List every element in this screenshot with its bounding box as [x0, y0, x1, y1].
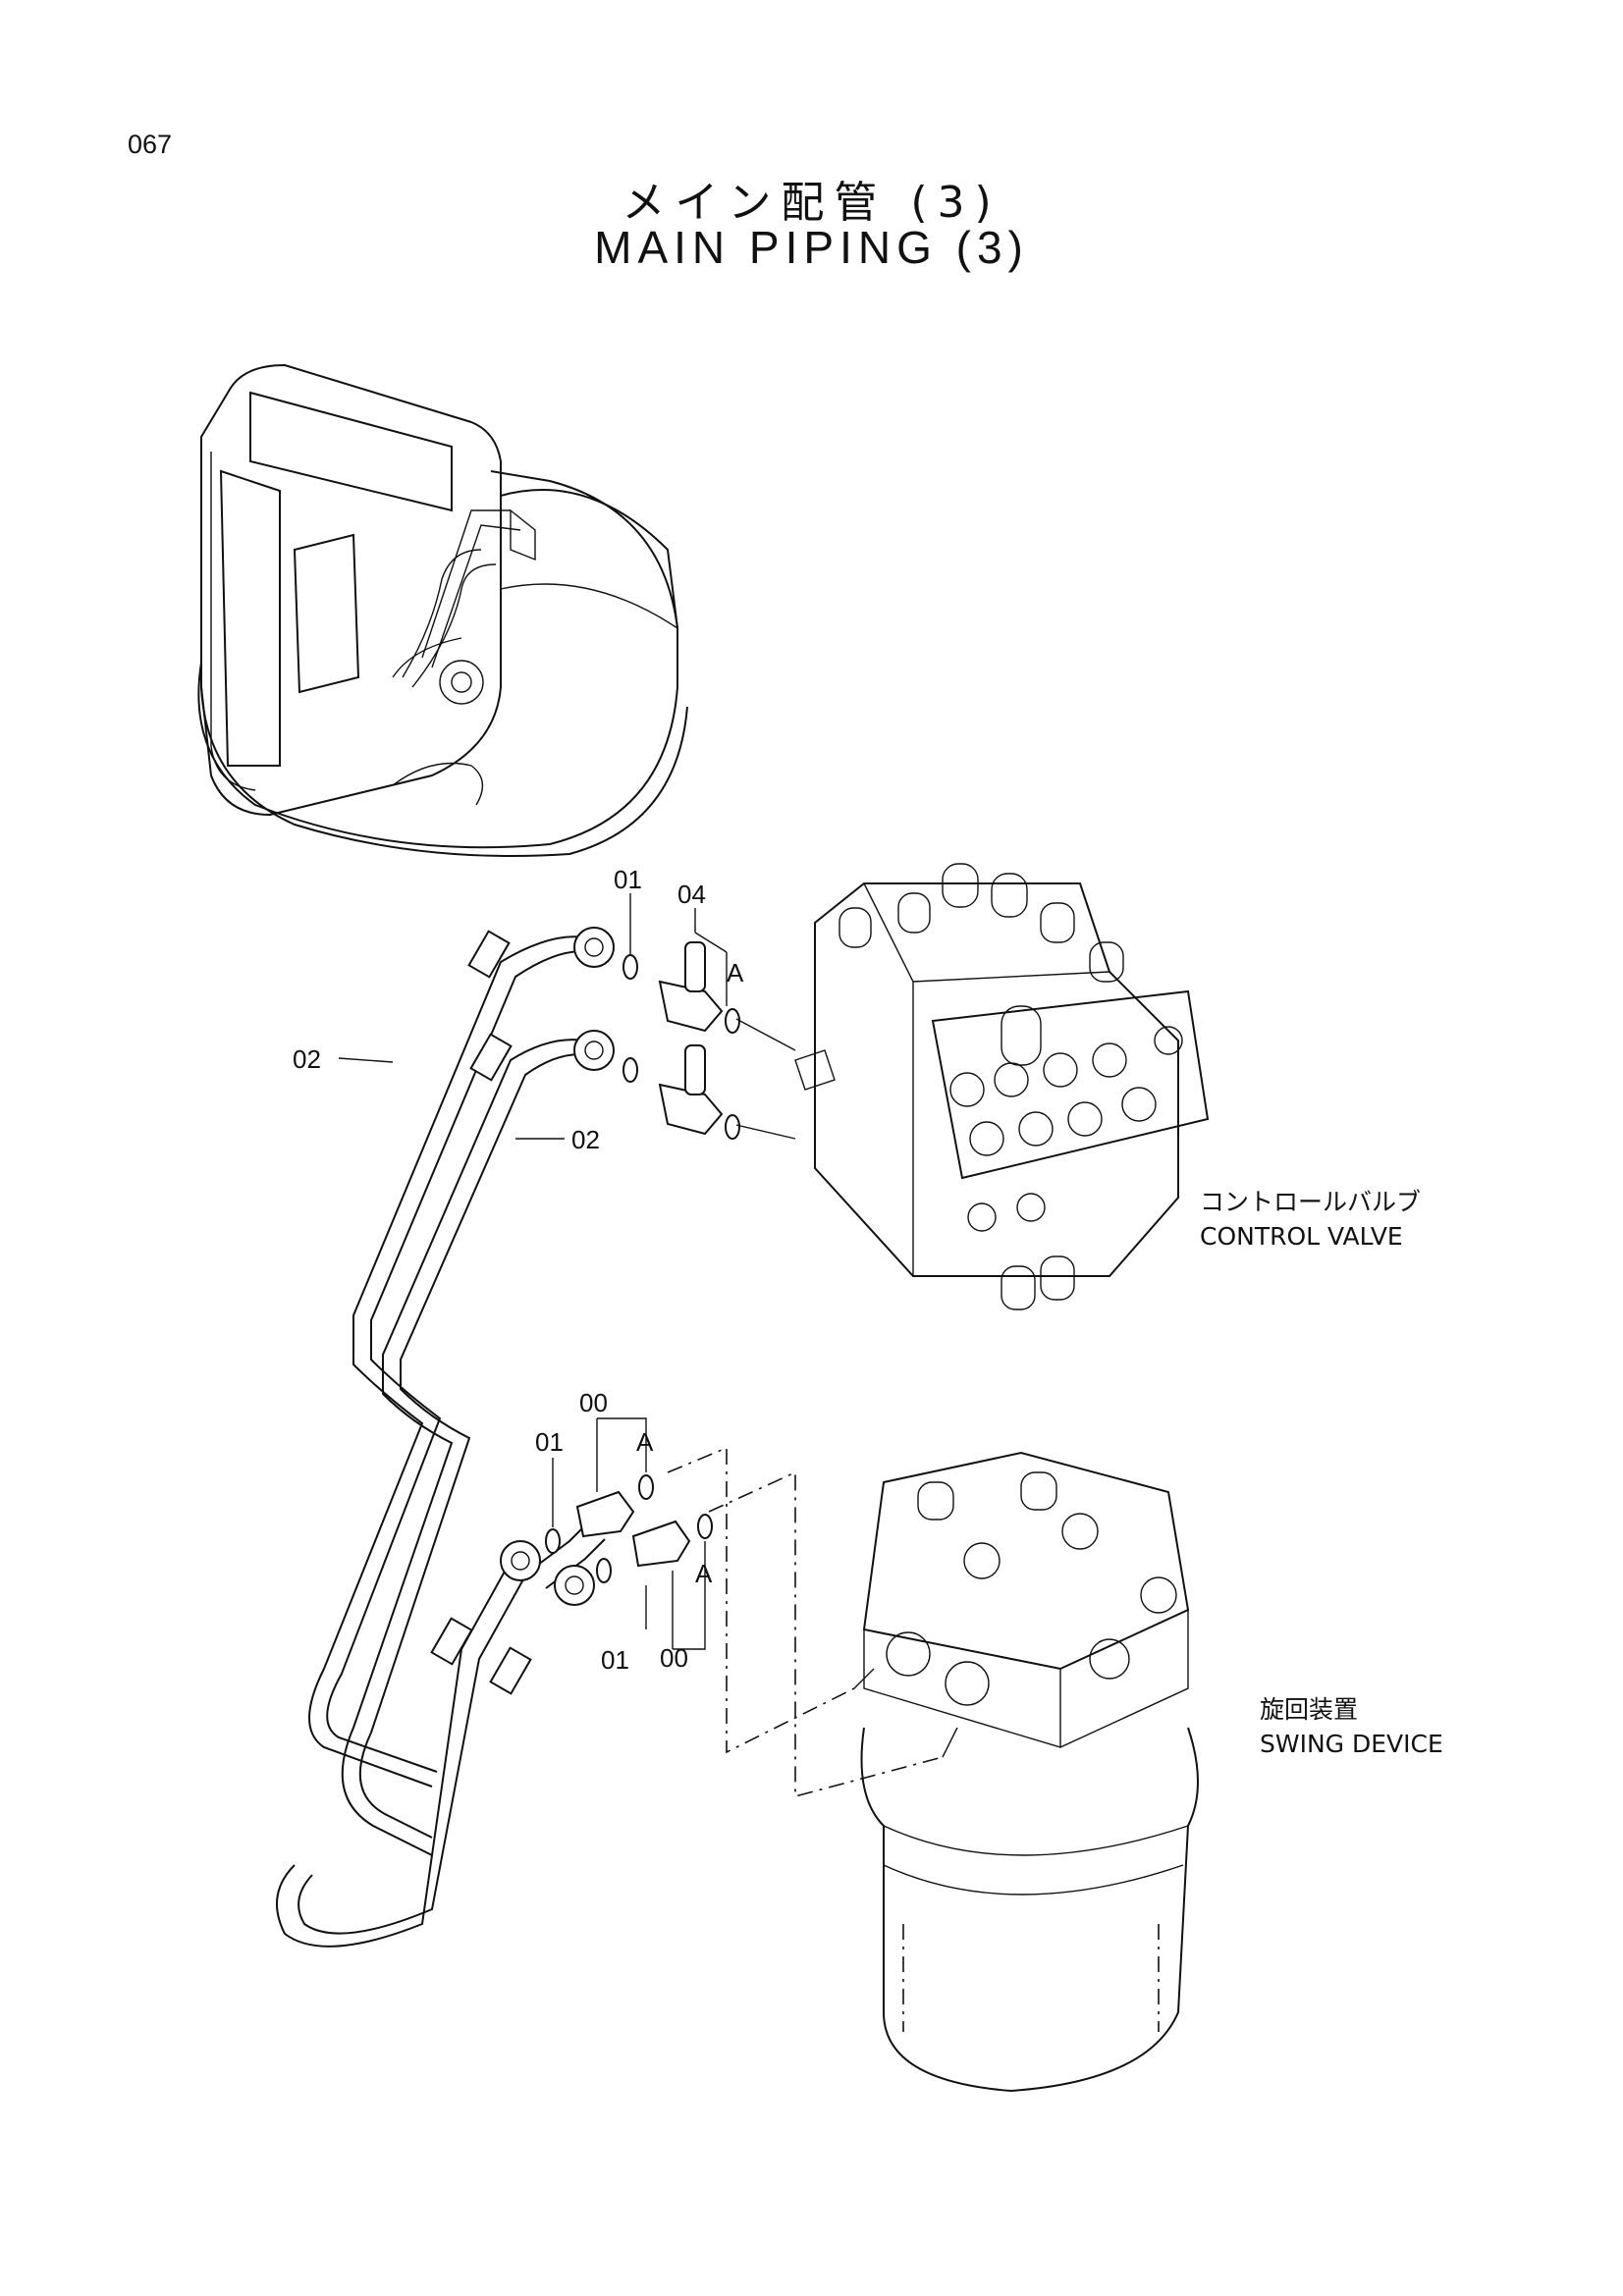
callout-hose-upper-left: 02 — [293, 1044, 321, 1074]
control-valve-caption-jp: コントロールバルブ — [1200, 1188, 1421, 1216]
title-english: MAIN PIPING (3) — [594, 222, 1029, 273]
callout-bottom-o-ring-upper: 01 — [535, 1427, 564, 1457]
excavator-illustration — [197, 363, 688, 857]
title-japanese: メイン配管 (3) — [622, 178, 1001, 228]
hose-assembly — [276, 927, 615, 1948]
callout-bottom-o-ring-lower: 01 — [601, 1645, 629, 1675]
fittings — [545, 941, 796, 1583]
callout-bottom-fitting-lower: 00 — [660, 1643, 688, 1673]
control-valve-illustration — [794, 863, 1210, 1310]
swing-device-caption-en: SWING DEVICE — [1260, 1730, 1443, 1758]
leader-lines — [338, 893, 958, 1798]
callout-bottom-ref-a-upper: A — [636, 1427, 654, 1457]
swing-device-caption-jp: 旋回装置 — [1260, 1695, 1358, 1724]
control-valve-caption-en: CONTROL VALVE — [1200, 1222, 1403, 1251]
swing-device-illustration — [860, 1451, 1199, 2093]
page-number: 067 — [128, 130, 173, 159]
callout-bottom-ref-a-lower: A — [695, 1559, 713, 1588]
callout-top-o-ring: 01 — [614, 865, 642, 894]
callout-top-ref-a: A — [727, 958, 744, 988]
callout-top-fitting: 04 — [677, 880, 706, 909]
callout-bottom-fitting-upper: 00 — [579, 1388, 608, 1417]
callout-hose-upper-right: 02 — [571, 1125, 600, 1154]
